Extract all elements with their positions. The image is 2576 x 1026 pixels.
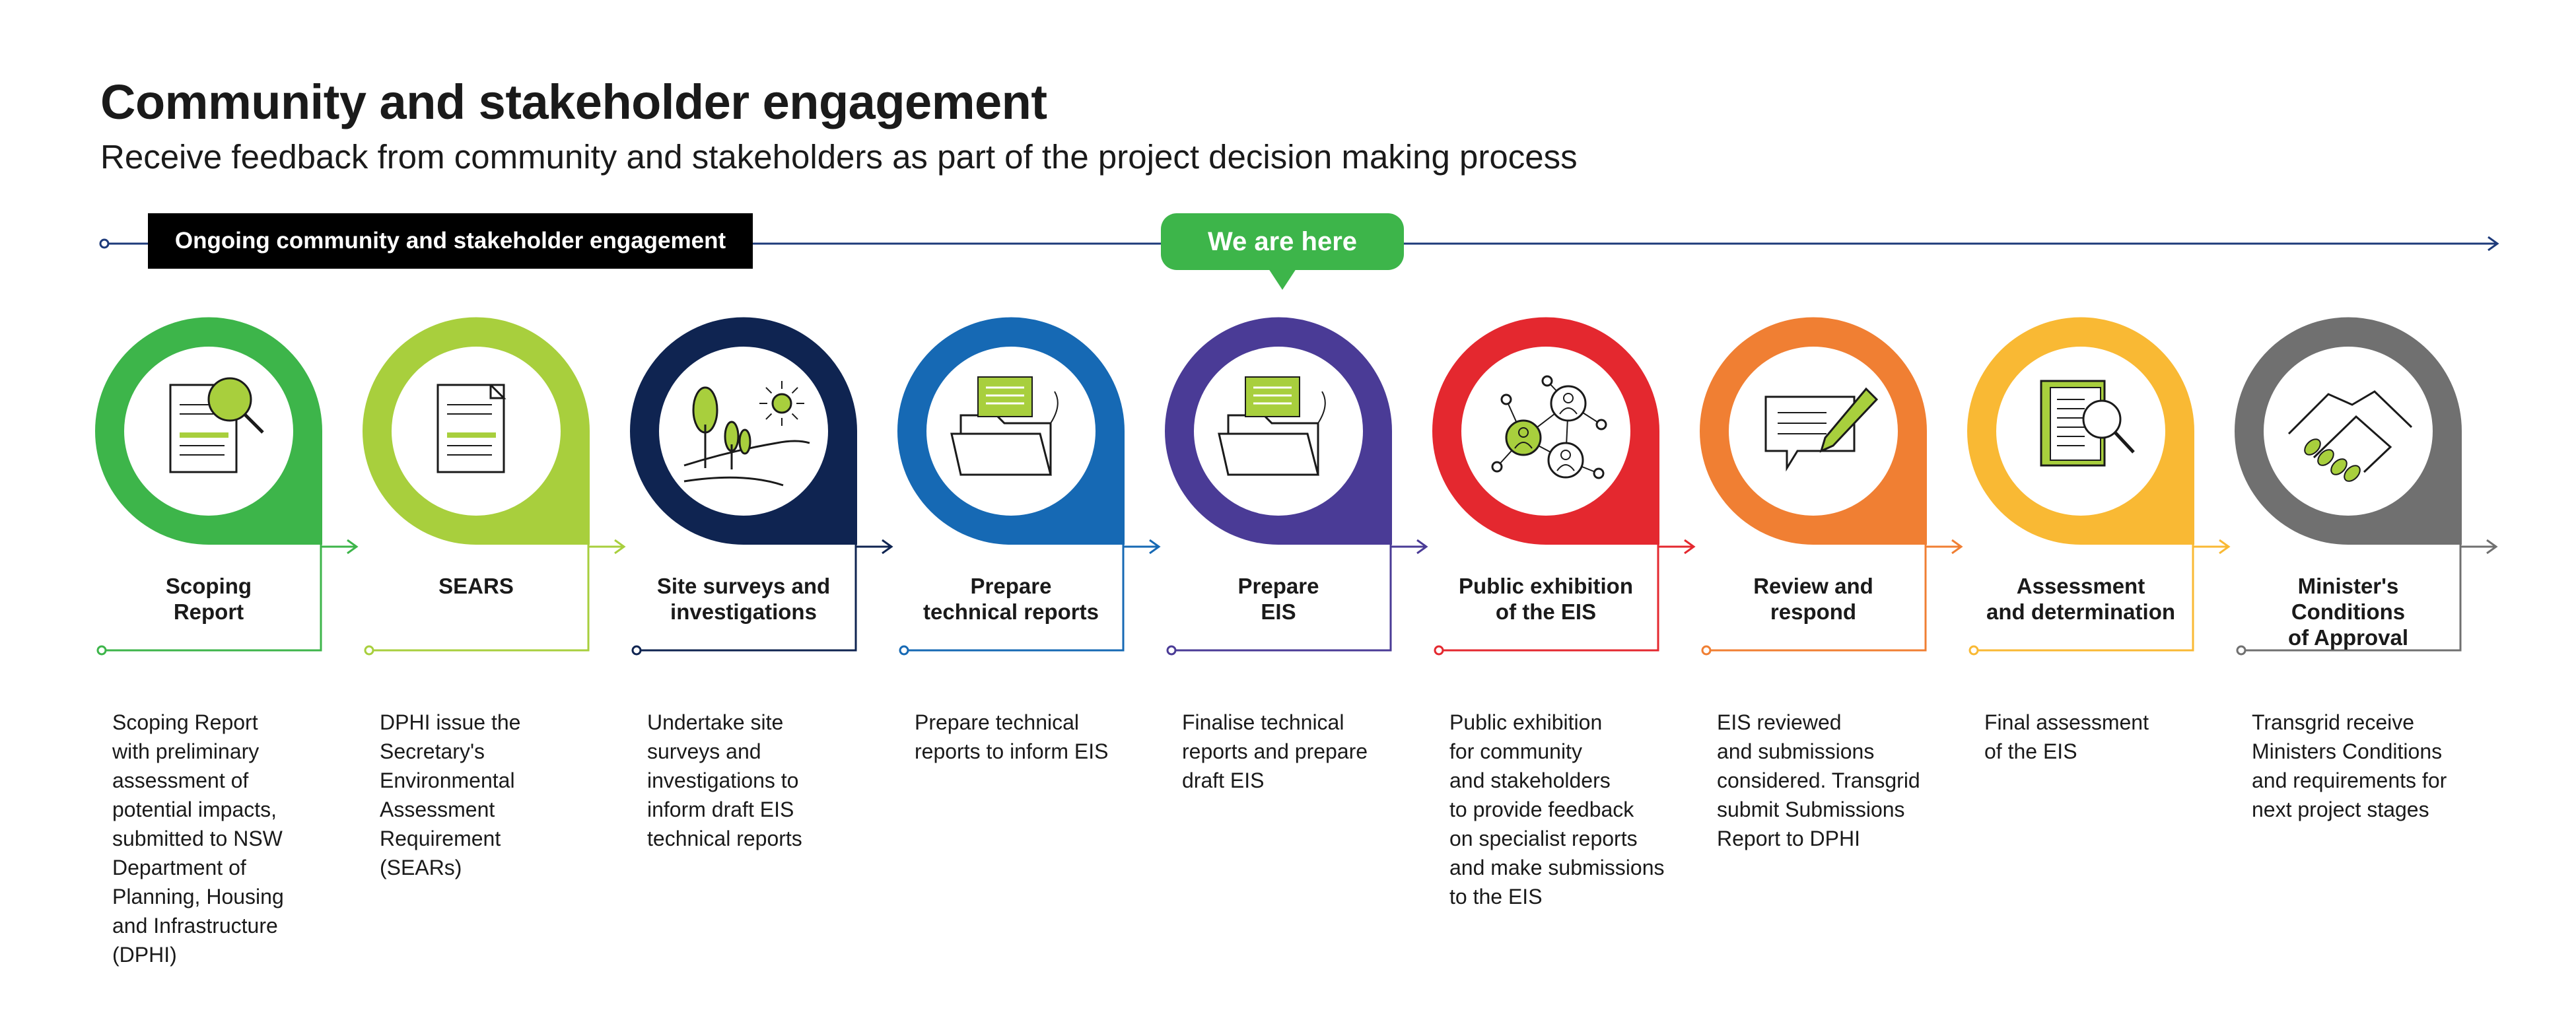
handshake-icon	[2287, 390, 2413, 482]
page-title: Community and stakeholder engagement	[100, 75, 1047, 129]
step-card-dot	[1968, 645, 1979, 656]
step-description: Scoping Report with preliminary assessme…	[112, 710, 284, 967]
step-card-dot	[364, 645, 374, 656]
step-icon-circle	[1461, 347, 1630, 516]
step-3	[630, 317, 893, 656]
step-description: Undertake site surveys and investigation…	[647, 710, 802, 850]
step-arrowhead	[2486, 539, 2498, 555]
step-title: Prepare EIS	[1237, 574, 1319, 624]
step-title: SEARS	[438, 574, 514, 598]
step-arrowhead	[347, 539, 359, 555]
network-people-icon	[1491, 375, 1607, 479]
step-7	[1700, 317, 1963, 656]
step-arrowhead	[1951, 539, 1963, 555]
folder-report-icon	[1218, 376, 1326, 476]
step-card-dot	[1434, 645, 1444, 656]
step-6	[1432, 317, 1696, 656]
step-card-dot	[1701, 645, 1712, 656]
step-description: Final assessment of the EIS	[1984, 710, 2149, 763]
step-arrowhead	[882, 539, 893, 555]
step-description: DPHI issue the Secretary's Environmental…	[380, 710, 521, 879]
step-card-dot	[1166, 645, 1177, 656]
step-card-dot	[631, 645, 642, 656]
step-4	[897, 317, 1161, 656]
step-title: Scoping Report	[165, 574, 252, 624]
step-arrowhead	[1684, 539, 1696, 555]
step-title: Review and respond	[1753, 574, 1873, 624]
step-arrowhead	[2219, 539, 2231, 555]
step-5	[1165, 317, 1428, 656]
step-title: Prepare technical reports	[923, 574, 1099, 624]
speech-pencil-icon	[1764, 387, 1879, 472]
we-are-here-pointer	[1269, 269, 1296, 290]
step-description: Transgrid receive Ministers Conditions a…	[2252, 710, 2447, 821]
step-9	[2235, 317, 2498, 656]
step-8	[1967, 317, 2231, 656]
ongoing-engagement-label: Ongoing community and stakeholder engage…	[148, 213, 753, 269]
timeline-start-dot	[99, 238, 110, 249]
step-2	[363, 317, 626, 656]
step-card-dot	[899, 645, 909, 656]
document-icon	[436, 384, 506, 473]
landscape-icon	[683, 381, 810, 487]
step-description: Finalise technical reports and prepare d…	[1182, 710, 1368, 792]
step-icon-circle	[2264, 347, 2433, 516]
step-title: Site surveys and investigations	[656, 574, 831, 624]
step-description: Prepare technical reports to inform EIS	[915, 710, 1109, 763]
step-description: Public exhibition for community and stak…	[1449, 710, 1665, 908]
step-title: Assessment and determination	[1986, 574, 2176, 624]
timeline-arrowhead	[2488, 236, 2499, 252]
step-arrowhead	[1149, 539, 1161, 555]
notebook-magnifier-icon	[2040, 380, 2135, 467]
we-are-here-badge: We are here	[1161, 213, 1404, 270]
step-arrowhead	[1416, 539, 1428, 555]
step-1	[95, 317, 359, 656]
step-arrowhead	[614, 539, 626, 555]
step-card-dot	[2236, 645, 2246, 656]
step-title: Public exhibition of the EIS	[1458, 574, 1634, 624]
step-title: Minister's Conditions of Approval	[2287, 574, 2409, 650]
step-description: EIS reviewed and submissions considered.…	[1717, 710, 1920, 850]
document-magnifier-icon	[169, 377, 264, 473]
step-card-dot	[96, 645, 107, 656]
page-subtitle: Receive feedback from community and stak…	[100, 138, 1578, 176]
folder-report-icon	[950, 376, 1059, 476]
